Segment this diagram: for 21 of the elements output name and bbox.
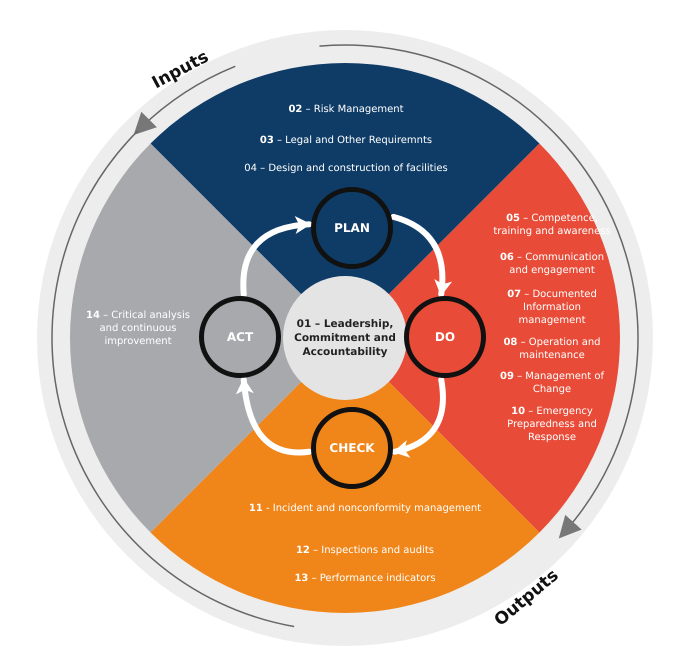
item-text: 14 – Critical analysis and continuous improvement	[85, 309, 191, 348]
stage-label: CHECK	[329, 440, 375, 456]
cycle-arrow	[390, 214, 452, 298]
cycle-arrow	[236, 376, 312, 456]
item-text: 06 – Communication and engagement	[498, 251, 606, 277]
cycle-arrow	[240, 216, 312, 298]
item-text: 03 – Legal and Other Requiremnts	[258, 134, 434, 147]
item-text: 02 – Risk Management	[287, 103, 405, 116]
item-text: 08 – Operation and maintenance	[502, 336, 602, 362]
item-text: 07 – Documented Information management	[506, 288, 598, 327]
stage-label: DO	[434, 330, 456, 344]
item-text: 04 – Design and construction of facilities	[243, 162, 449, 175]
item-text: 13 – Performance indicators	[293, 572, 437, 585]
cycle-arrow	[392, 376, 446, 458]
item-text: 10 – Emergency Preparedness and Response	[506, 405, 598, 444]
item-text: 11 - Incident and nonconformity management	[248, 502, 482, 515]
stage-label: PLAN	[334, 220, 370, 236]
item-text: 09 – Management of Change	[499, 370, 606, 396]
stage-label: ACT	[226, 330, 254, 344]
item-text: 12 – Inspections and audits	[294, 544, 436, 557]
center-text: 01 – Leadership, Commitment and Accountability	[293, 317, 397, 359]
